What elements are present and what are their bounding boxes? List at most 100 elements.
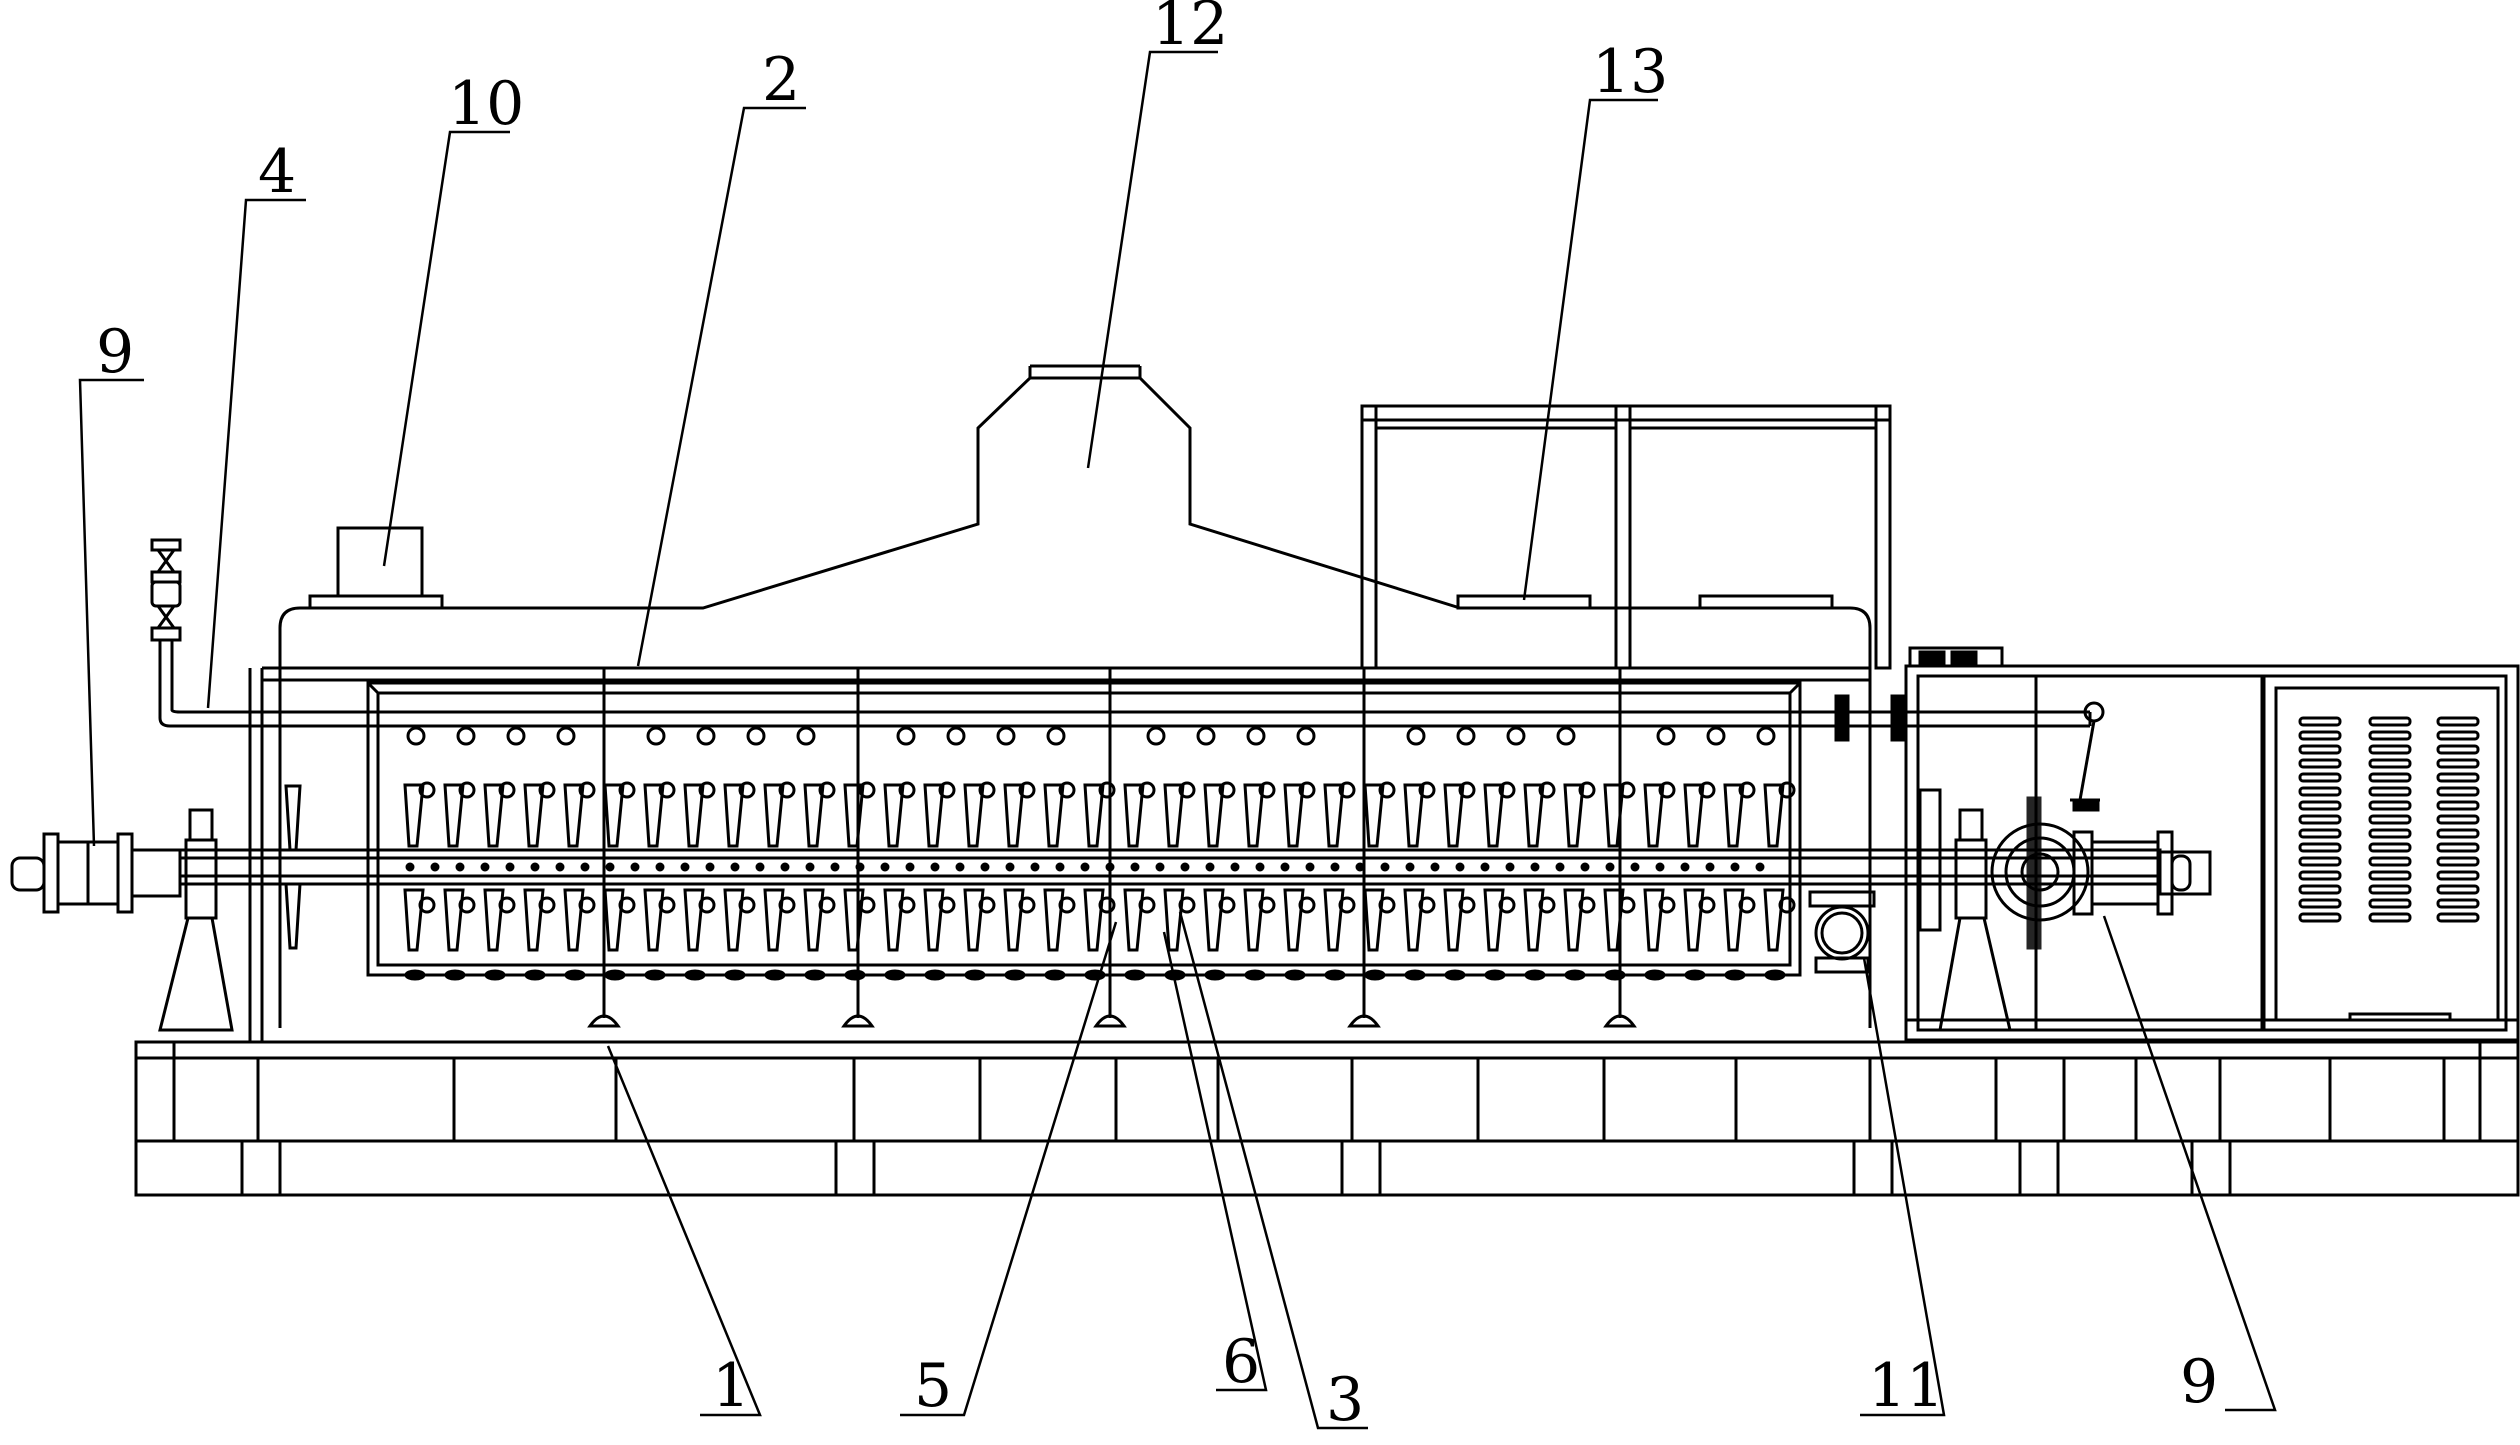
paddle-blade-upper xyxy=(883,783,905,848)
paddle-hub xyxy=(1778,781,1796,799)
paddle-hub xyxy=(1578,896,1596,914)
shaft-dot xyxy=(630,862,640,872)
paddle-hub xyxy=(498,896,516,914)
vent-slot xyxy=(2436,716,2480,727)
paddle-tip xyxy=(1404,969,1426,981)
paddle-tip xyxy=(964,969,986,981)
paddle-blade-lower xyxy=(403,888,425,952)
paddle-hub xyxy=(1778,896,1796,914)
paddle-blade-upper xyxy=(643,783,665,848)
paddle-tip xyxy=(1004,969,1026,981)
paddle-tip xyxy=(1564,969,1586,981)
paddle-hub xyxy=(1658,781,1676,799)
paddle-blade-lower xyxy=(1323,888,1345,952)
paddle-blade-lower xyxy=(523,888,545,952)
rotary-joint-right xyxy=(1990,796,2212,950)
paddle-blade-upper xyxy=(1483,783,1505,848)
shaft-dot xyxy=(805,862,815,872)
paddle-tip xyxy=(1324,969,1346,981)
vent-slot xyxy=(2368,842,2412,853)
hole xyxy=(1196,726,1216,746)
vent-slot xyxy=(2368,912,2412,923)
paddle xyxy=(284,726,1796,981)
vent-slot xyxy=(2298,772,2342,783)
vent-slot xyxy=(2298,786,2342,797)
end-paddle xyxy=(284,882,302,950)
vent-slot xyxy=(2436,884,2480,895)
paddle-hub xyxy=(1098,781,1116,799)
paddle-blade-upper xyxy=(1563,783,1585,848)
paddle-hub xyxy=(1578,781,1596,799)
hole xyxy=(1406,726,1426,746)
paddle-blade-upper xyxy=(723,783,745,848)
callout-9-left: 9 xyxy=(96,317,134,387)
paddle-hub xyxy=(1258,896,1276,914)
vent-slot xyxy=(2436,912,2480,923)
shaft-dot xyxy=(1105,862,1115,872)
paddle-hub xyxy=(1458,781,1476,799)
end-paddle xyxy=(284,784,302,852)
paddle-hub xyxy=(1738,781,1756,799)
rotary-joint-left xyxy=(10,832,182,914)
shaft-dot xyxy=(1305,862,1315,872)
hole xyxy=(1756,726,1776,746)
paddle-blade-upper xyxy=(443,783,465,848)
callout-5: 5 xyxy=(914,1351,952,1421)
shaft-dot xyxy=(1605,862,1615,872)
paddle-tip xyxy=(1764,969,1786,981)
paddle-tip xyxy=(404,969,426,981)
base-foot xyxy=(240,1139,282,1197)
paddle-blade-lower xyxy=(643,888,665,952)
paddle-blade-upper xyxy=(403,783,425,848)
hole xyxy=(506,726,526,746)
paddle-hub xyxy=(1018,781,1036,799)
vent-slot xyxy=(2298,884,2342,895)
paddle-hub xyxy=(538,781,556,799)
discharge-port xyxy=(1808,890,1876,974)
shaft-dot xyxy=(1280,862,1290,872)
top-port xyxy=(308,526,444,610)
paddle-hub xyxy=(1458,896,1476,914)
paddle-tip xyxy=(1644,969,1666,981)
callout-6: 6 xyxy=(1222,1327,1260,1397)
shaft-dot xyxy=(1355,862,1365,872)
paddle-hub xyxy=(458,896,476,914)
paddle-blade-lower xyxy=(1603,888,1625,952)
hole xyxy=(1706,726,1726,746)
paddle-blade-upper xyxy=(1443,783,1465,848)
paddle-blade-lower xyxy=(683,888,705,952)
paddle-blade-lower xyxy=(1563,888,1585,952)
shaft-dot xyxy=(530,862,540,872)
shaft-dot xyxy=(555,862,565,872)
paddle-tip xyxy=(484,969,506,981)
bearing-support xyxy=(158,788,2012,1032)
shaft-dot xyxy=(680,862,690,872)
shaft-dot xyxy=(605,862,615,872)
paddle-blade-upper xyxy=(1323,783,1345,848)
paddle-tip xyxy=(924,969,946,981)
callout-12: 12 xyxy=(1152,0,1228,59)
callout-2: 2 xyxy=(762,45,800,115)
paddle-blade-upper xyxy=(1203,783,1225,848)
paddle-hub xyxy=(1058,781,1076,799)
hole xyxy=(646,726,666,746)
paddle-tip xyxy=(844,969,866,981)
vent-slot xyxy=(2298,730,2342,741)
shaft-dot xyxy=(880,862,890,872)
base-foot xyxy=(834,1139,876,1197)
paddle-tip xyxy=(1204,969,1226,981)
paddle-hub xyxy=(1018,896,1036,914)
shaft-dot xyxy=(1380,862,1390,872)
paddle-blade-lower xyxy=(843,888,865,952)
paddle-hub xyxy=(1698,896,1716,914)
paddle-hub xyxy=(1618,896,1636,914)
paddle-hub xyxy=(1498,896,1516,914)
vent-slot xyxy=(2368,772,2412,783)
paddle-tip xyxy=(1684,969,1706,981)
callout-3: 3 xyxy=(1326,1365,1364,1435)
vent-slot xyxy=(2368,744,2412,755)
shaft-dot xyxy=(1455,862,1465,872)
post-foot xyxy=(1093,1014,1127,1028)
paddle-hub xyxy=(1138,781,1156,799)
